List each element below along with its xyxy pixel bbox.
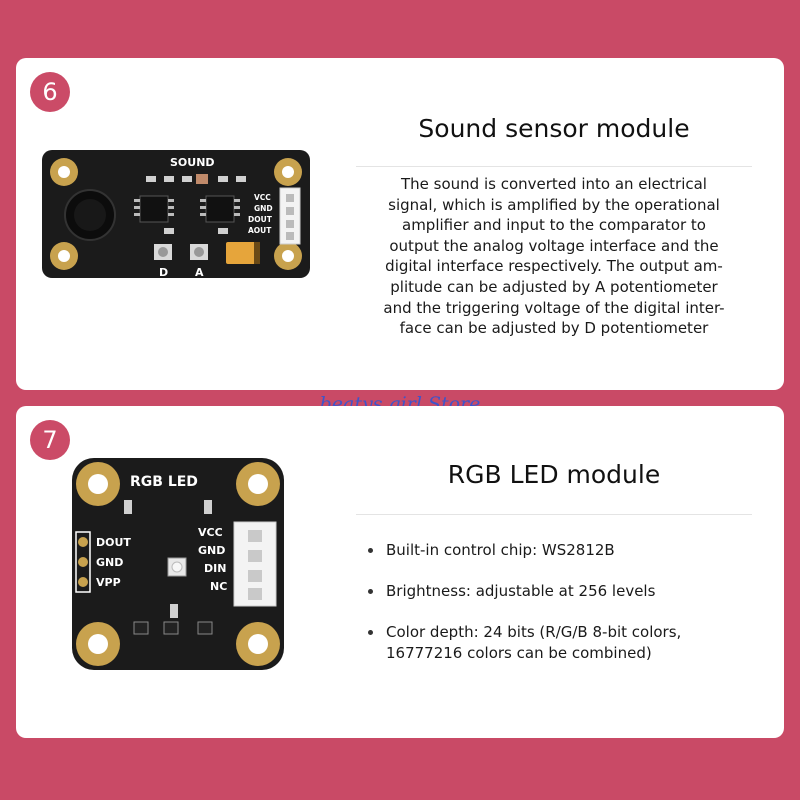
list-item: Color depth: 24 bits (R/G/B 8-bit colors… <box>366 622 762 664</box>
pin-label: DIN <box>204 562 226 575</box>
divider <box>356 166 752 167</box>
pin-label: GND <box>198 544 225 557</box>
board-silk-title: RGB LED <box>130 474 198 490</box>
potentiometer-d <box>154 244 172 260</box>
list-item: Built-in control chip: WS2812B <box>366 540 762 561</box>
pin-label: GND <box>96 556 123 569</box>
pin-label: VCC <box>254 193 271 202</box>
pot-label: A <box>195 266 204 279</box>
pin-label: VCC <box>198 526 223 539</box>
board-silk-title: SOUND <box>170 156 215 169</box>
module-description: The sound is converted into an electrica… <box>383 175 725 338</box>
step-badge: 7 <box>30 420 70 460</box>
module-title: RGB LED module <box>447 460 661 489</box>
divider <box>356 514 752 515</box>
module-title: Sound sensor module <box>418 114 690 143</box>
potentiometer-a <box>190 244 208 260</box>
sound-sensor-card: 6 SOUND VCC GND DOUT AOUT D A Sound s <box>16 58 784 390</box>
sound-sensor-board-image: SOUND VCC GND DOUT AOUT D A <box>42 150 310 279</box>
pin-label: VPP <box>96 576 121 589</box>
pin-label: DOUT <box>96 536 131 549</box>
rgb-led-board-image: RGB LED DOUT GND VPP VCC GND DIN NC <box>72 458 284 670</box>
step-badge: 6 <box>30 72 70 112</box>
pin-label: AOUT <box>248 226 272 235</box>
rgb-led-card: 7 RGB LED DOUT GND VPP VCC GND DIN NC RG… <box>16 406 784 738</box>
pin-label: GND <box>254 204 273 213</box>
pot-label: D <box>159 266 168 279</box>
pin-label: NC <box>210 580 227 593</box>
list-item: Brightness: adjustable at 256 levels <box>366 581 762 602</box>
pin-label: DOUT <box>248 215 273 224</box>
feature-list: Built-in control chip: WS2812B Brightnes… <box>366 540 762 664</box>
